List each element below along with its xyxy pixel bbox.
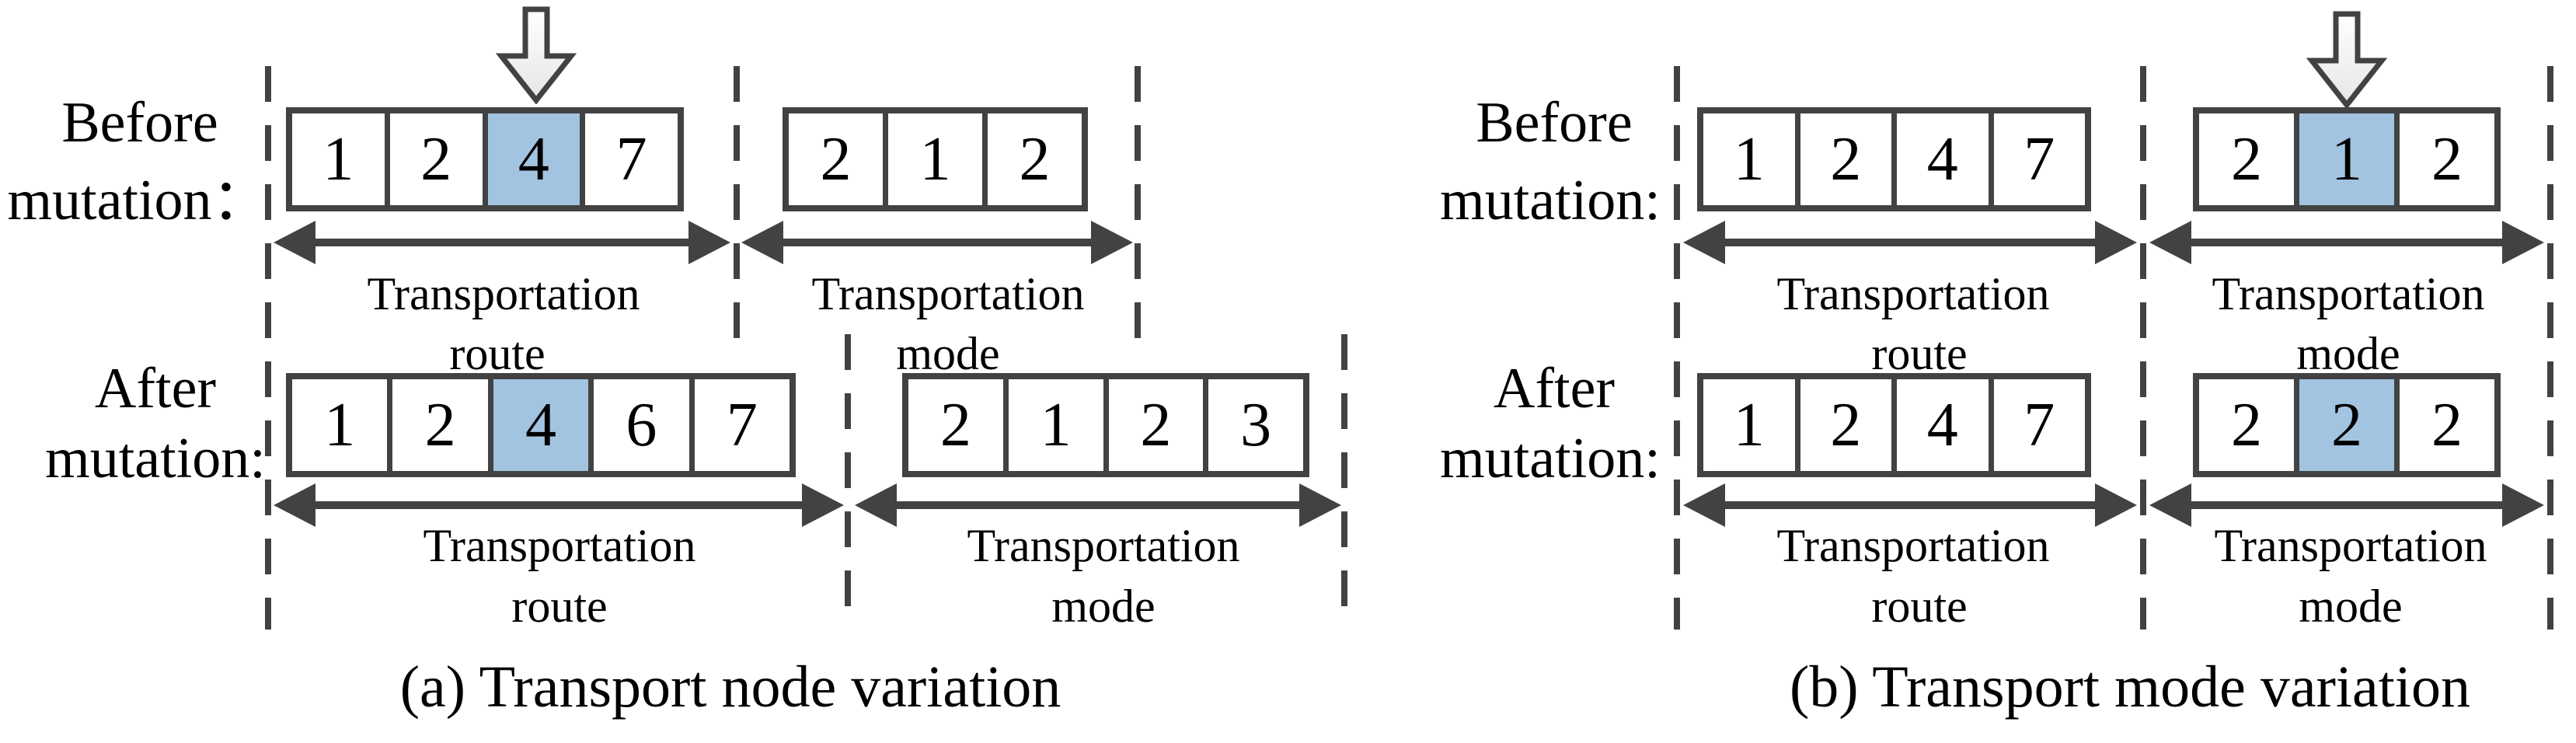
a-after-mode-span-arrow [855,483,1341,527]
a-before-mode-span-arrow [741,221,1133,264]
a-before-route-label-line1: Transportation [367,268,640,319]
gene-cell: 2 [1800,113,1897,205]
gene-cell: 4 [1897,379,1994,471]
a-before-mode-label-line1: Transportation [811,268,1085,319]
gene-cell: 1 [888,113,988,205]
b-before-mode-label-line1: Transportation [2212,268,2485,319]
b-dash-left [1674,66,1680,630]
b-dash-mid [2140,66,2146,630]
b-after-route-span-arrow [1683,483,2137,527]
gene-cell-highlighted: 1 [2299,113,2400,205]
a-before-label-line1: Before [61,91,218,155]
a-after-route-genes: 1 2 4 6 7 [286,373,796,477]
b-after-route-label-line2: route [1871,581,1968,632]
gene-cell: 1 [1703,379,1800,471]
b-before-mode-span-arrow [2149,221,2544,264]
b-before-route-label-line1: Transportation [1776,268,2050,319]
b-after-mode-span-arrow [2149,483,2544,527]
a-after-mode-genes: 2 1 2 3 [902,373,1309,477]
gene-cell: 7 [2024,391,2055,459]
gene-cell: 2 [392,379,493,471]
a-before-mode-label-line2: mode [896,328,1000,379]
panel-a-caption: (a) Transport node variation [399,654,1061,720]
gene-cell: 2 [1109,379,1209,471]
gene-cell: 1 [292,113,390,205]
a-before-dash-right [1135,66,1141,361]
gene-cell: 2 [2199,113,2299,205]
gene-cell: 2 [789,113,888,205]
a-after-route-label-line2: route [511,581,608,632]
panel-b-caption: (b) Transport mode variation [1789,654,2471,720]
a-after-label-line2: mutation: [45,427,266,490]
b-before-mode-label-line2: mode [2296,328,2400,379]
down-block-arrow-icon [496,6,577,104]
b-before-mode-genes: 2 1 2 [2193,107,2501,211]
b-dash-right [2547,66,2553,630]
b-after-mode-genes: 2 2 2 [2193,373,2501,477]
gene-cell: 2 [908,379,1009,471]
gene-cell: 2 [1019,125,1051,194]
a-after-dash-right [1341,334,1347,630]
gene-cell: 7 [2024,125,2055,194]
b-before-route-genes: 1 2 4 7 [1697,107,2091,211]
b-before-label-line2: mutation: [1440,169,1661,232]
gene-cell: 2 [2199,379,2299,471]
gene-cell: 6 [594,379,695,471]
b-after-mode-label-line2: mode [2299,581,2403,632]
gene-cell-highlighted: 4 [487,113,586,205]
gene-cell: 1 [292,379,393,471]
gene-cell: 7 [726,391,758,459]
a-before-route-span-arrow [274,221,730,264]
a-before-label-line2: mutation： [7,169,270,232]
gene-cell: 2 [390,113,488,205]
a-before-dash-mid [734,66,740,361]
a-after-label-line1: After [94,357,217,420]
gene-cell: 2 [1800,379,1897,471]
a-after-route-span-arrow [274,483,844,527]
a-before-route-label-line2: route [449,328,546,379]
gene-cell: 2 [2431,391,2463,459]
gene-cell: 7 [615,125,647,194]
a-after-dash-mid [845,334,851,630]
gene-cell-highlighted: 2 [2299,379,2400,471]
gene-cell: 2 [2431,125,2463,194]
b-after-route-genes: 1 2 4 7 [1697,373,2091,477]
gene-cell: 1 [1703,113,1800,205]
a-dash-left [265,66,271,630]
a-before-mode-genes: 2 1 2 [783,107,1088,211]
gene-cell-highlighted: 4 [493,379,594,471]
down-block-arrow-icon [2306,11,2387,109]
b-after-mode-label-line1: Transportation [2214,520,2487,571]
b-after-route-label-line1: Transportation [1776,520,2050,571]
gene-cell: 3 [1240,391,1272,459]
b-before-route-span-arrow [1683,221,2137,264]
b-before-route-label-line2: route [1871,328,1968,379]
gene-cell: 4 [1897,113,1994,205]
b-after-label-line2: mutation: [1440,427,1661,490]
gene-cell: 1 [1009,379,1109,471]
a-after-mode-label-line2: mode [1051,581,1156,632]
b-after-label-line1: After [1493,357,1616,420]
b-before-label-line1: Before [1476,91,1633,155]
a-after-route-label-line1: Transportation [423,520,696,571]
a-before-route-genes: 1 2 4 7 [286,107,684,211]
a-after-mode-label-line1: Transportation [967,520,1240,571]
